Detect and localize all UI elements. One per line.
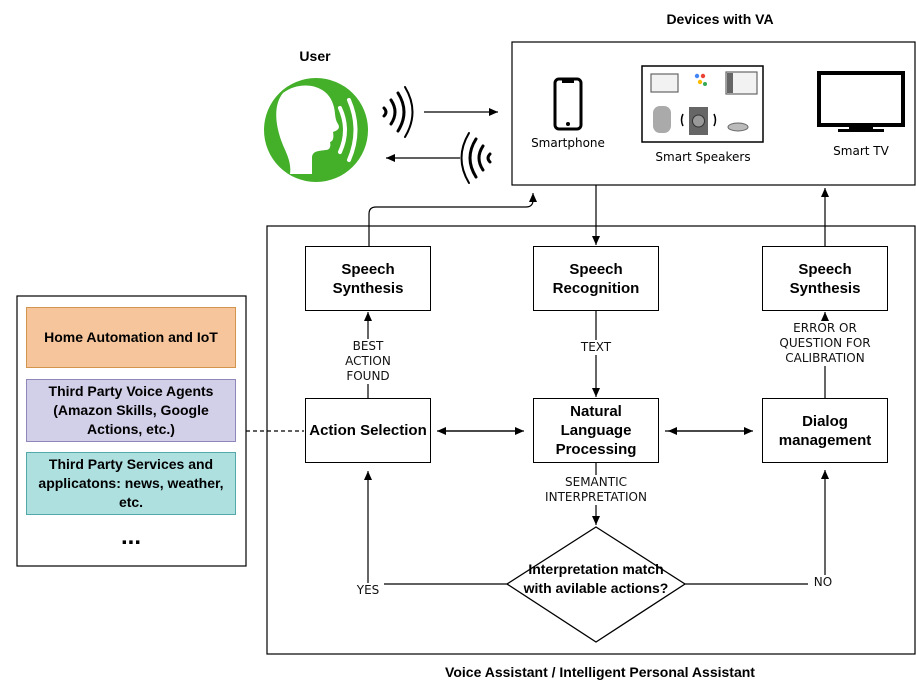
smart-speakers-icon xyxy=(641,65,764,143)
arrow-yes xyxy=(364,471,507,585)
no-label: NO xyxy=(808,575,838,590)
devices-frame xyxy=(511,41,916,186)
voice-agents-box: Third Party Voice Agents (Amazon Skills,… xyxy=(26,379,236,442)
voice-agents-label: Third Party Voice Agents (Amazon Skills,… xyxy=(48,383,214,437)
action-selection-box: Action Selection xyxy=(305,398,431,463)
speech-synthesis-right-label: Speech Synthesis xyxy=(789,260,861,297)
yes-label: YES xyxy=(352,583,384,598)
dialog-management-label: Dialog management xyxy=(778,412,872,449)
speech-synthesis-right-box: Speech Synthesis xyxy=(762,246,888,311)
smart-tv-label: Smart TV xyxy=(833,144,889,158)
user-speaking-icon xyxy=(264,78,368,182)
semantic-interpretation-label: SEMANTIC INTERPRETATION xyxy=(537,475,655,505)
speech-synthesis-left-label: Speech Synthesis xyxy=(332,260,404,297)
more-services-ellipsis: ... xyxy=(120,523,141,550)
arrow-synthesis-left-to-devices xyxy=(368,193,537,246)
decision-diamond xyxy=(505,526,687,643)
home-automation-label: Home Automation and IoT xyxy=(44,329,218,345)
assistant-title: Voice Assistant / Intelligent Personal A… xyxy=(445,664,755,680)
nlp-box: Natural Language Processing xyxy=(533,398,659,463)
action-selection-label: Action Selection xyxy=(309,422,427,439)
user-label: User xyxy=(299,48,331,64)
sound-out-icon xyxy=(382,86,414,138)
sound-in-icon xyxy=(460,132,492,184)
smart-speakers-label: Smart Speakers xyxy=(655,150,751,164)
error-question-label: ERROR OR QUESTION FOR CALIBRATION xyxy=(779,321,871,366)
best-action-found-label: BEST ACTION FOUND xyxy=(330,339,406,384)
speech-recognition-label: Speech Recognition xyxy=(552,260,640,297)
arrow-no xyxy=(685,470,829,585)
third-party-services-box: Third Party Services and applicatons: ne… xyxy=(26,452,236,515)
third-party-services-label: Third Party Services and applicatons: ne… xyxy=(38,456,224,510)
assistant-frame xyxy=(266,225,916,655)
decision-label: Interpretation match with avilable actio… xyxy=(523,561,669,596)
home-automation-box: Home Automation and IoT xyxy=(26,307,236,368)
smartphone-label: Smartphone xyxy=(531,136,605,150)
speech-synthesis-left-box: Speech Synthesis xyxy=(305,246,431,311)
devices-title: Devices with VA xyxy=(666,11,774,27)
smart-tv-icon xyxy=(817,71,905,132)
text-label: TEXT xyxy=(571,340,621,355)
nlp-label: Natural Language Processing xyxy=(555,403,637,458)
dialog-management-box: Dialog management xyxy=(762,398,888,463)
smartphone-icon xyxy=(553,77,583,131)
speech-recognition-box: Speech Recognition xyxy=(533,246,659,311)
